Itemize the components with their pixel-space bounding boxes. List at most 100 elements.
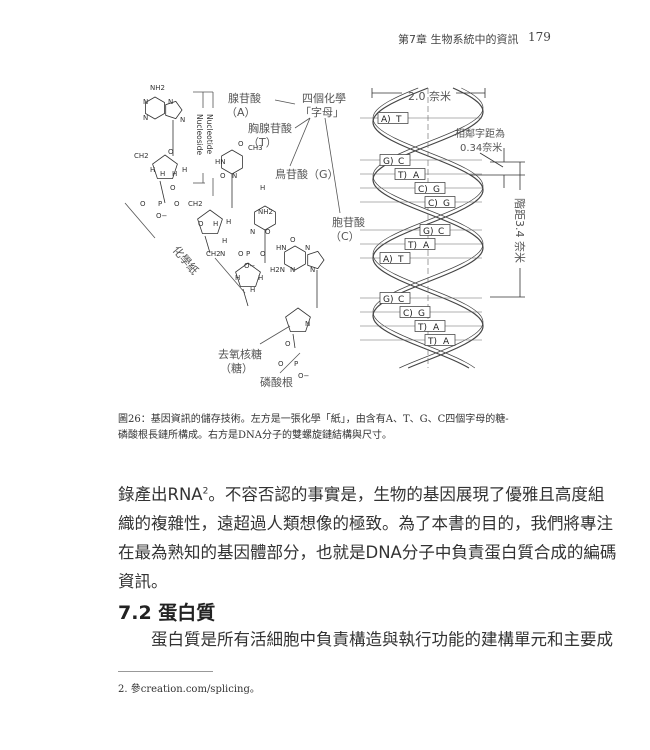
label-chemical-paper: 化學紙 [170, 243, 202, 277]
base-pair: G) C [379, 292, 411, 305]
base-letter: G) [383, 295, 394, 305]
base-letter: A) [381, 115, 391, 125]
label-thymidylate: 胸腺苷酸 [248, 121, 292, 135]
atom-label: H [160, 170, 165, 178]
atom-label: N [305, 244, 310, 252]
base-pair: T) A [394, 168, 426, 181]
atom-label: H2N [270, 266, 285, 274]
section-body-line: 蛋白質是所有活細胞中負責構造與執行功能的建構單元和主要成 [151, 630, 613, 649]
atom-label: N [143, 98, 148, 106]
atom-label: O [260, 250, 266, 258]
atom-label: H [258, 274, 263, 282]
label-spacing-1: 相鄰字距為 [455, 127, 505, 140]
page-number: 179 [528, 30, 551, 44]
atom-label: O [265, 228, 271, 236]
atom-label: P [246, 250, 250, 258]
base-letter: T) [397, 171, 407, 181]
atom-label: NH2 [150, 84, 165, 92]
base-letter: A [423, 241, 430, 251]
section-heading: 7.2 蛋白質 [118, 602, 216, 624]
base-pair: G)C [379, 154, 411, 167]
base-letter: C) [403, 309, 413, 319]
footnote-ref[interactable]: 2 [202, 486, 209, 497]
base-pair: T)A [414, 320, 446, 333]
atom-label: N [305, 320, 310, 328]
deoxyribose-ring [197, 209, 223, 234]
label-four-letters-2: 「字母」 [300, 105, 344, 119]
body-line: 資訊。 [118, 572, 168, 591]
base-letter: T) [407, 241, 417, 251]
adenine-ring [165, 100, 183, 120]
guanine-ring [307, 250, 325, 270]
footnote: 2. 參creation.com/splicing。 [118, 684, 260, 695]
atom-label: O [198, 220, 204, 228]
base-pair: G)C [419, 224, 451, 237]
atom-label: N [143, 114, 148, 122]
atom-label: H [222, 237, 227, 245]
atom-label: N [232, 172, 237, 180]
body-line: 織的複雜性，遠超過人類想像的極致。為了本書的目的，我們將專注 [118, 514, 613, 533]
bond [204, 235, 211, 254]
caption-line: 圖26：基因資訊的儲存技術。左方是一張化學「紙」，由含有A、T、G、C四個字母的… [118, 414, 509, 425]
body-line: 在最為熟知的基因體部分，也就是DNA分子中負責蛋白質合成的編碼 [118, 543, 617, 562]
atom-label: CH2 [134, 152, 149, 160]
atom-label: O− [156, 212, 168, 220]
atom-label: H [172, 170, 177, 178]
bond [159, 180, 166, 204]
base-letter: C [398, 157, 404, 167]
base-letter: T [397, 255, 404, 265]
atom-label: H [235, 274, 240, 282]
deoxyribose-ring [152, 154, 178, 179]
base-letter: T [395, 115, 402, 125]
base-letter: A [413, 171, 420, 181]
atom-label: O [238, 250, 244, 258]
base-letter: T) [427, 337, 437, 347]
label-helix-width: 2.0 奈米 [408, 89, 451, 103]
atom-label: H [182, 166, 187, 174]
label-spacing-2: 0.34奈米 [460, 141, 502, 154]
atom-label: HN [276, 244, 287, 252]
base-pair: C)G [399, 306, 431, 319]
base-letter: C) [418, 185, 428, 195]
chemical-structure [145, 96, 325, 349]
label-cytidylate: 胞苷酸 [332, 215, 365, 229]
atom-label: H [150, 166, 155, 174]
label-phosphate: 磷酸根 [260, 375, 293, 389]
atom-label: CH2 [206, 250, 221, 258]
base-letter: T) [417, 323, 427, 333]
base-letter: G [433, 185, 440, 195]
backbone-strand-1 [372, 87, 484, 369]
atom-label: N [168, 98, 173, 106]
base-pair: A)T [379, 252, 411, 265]
atom-label: P [294, 360, 298, 368]
base-pair: C) G [424, 196, 456, 209]
base-pair: A) T [377, 112, 409, 125]
atom-label: O [168, 148, 174, 156]
atom-label: CH3 [248, 144, 263, 152]
atom-label: N [220, 250, 225, 258]
atom-label: N [180, 116, 185, 124]
atom-label: P [158, 200, 162, 208]
atom-label: O [278, 360, 284, 368]
atom-label: N [290, 266, 295, 274]
figure-caption: 圖26：基因資訊的儲存技術。左方是一張化學「紙」，由含有A、T、G、C四個字母的… [118, 412, 509, 444]
atom-label: N [250, 228, 255, 236]
atom-label: O [140, 200, 146, 208]
atom-label: H [213, 220, 218, 228]
label-four-letters: 四個化學 [302, 91, 346, 105]
atom-label: H [260, 184, 265, 192]
atom-label: HN [215, 158, 226, 166]
atom-label: NH2 [258, 208, 273, 216]
base-letter: G) [423, 227, 434, 237]
base-letter: C) [428, 199, 438, 209]
deoxyribose-ring [235, 262, 261, 287]
base-letter: C [398, 295, 404, 305]
label-guanylate: 鳥苷酸（G） [275, 167, 339, 181]
label-adenylate-letter: （A） [226, 106, 256, 119]
label-thymidylate-letter: （T） [248, 136, 277, 149]
body-text: 。不容否認的事實是，生物的基因展現了優雅且高度組 [208, 485, 605, 504]
atom-label: H [226, 218, 231, 226]
label-nucleotide: Nucleotide [205, 114, 214, 155]
base-letter: G [443, 199, 450, 209]
body-text: 錄產出RNA [118, 485, 203, 504]
